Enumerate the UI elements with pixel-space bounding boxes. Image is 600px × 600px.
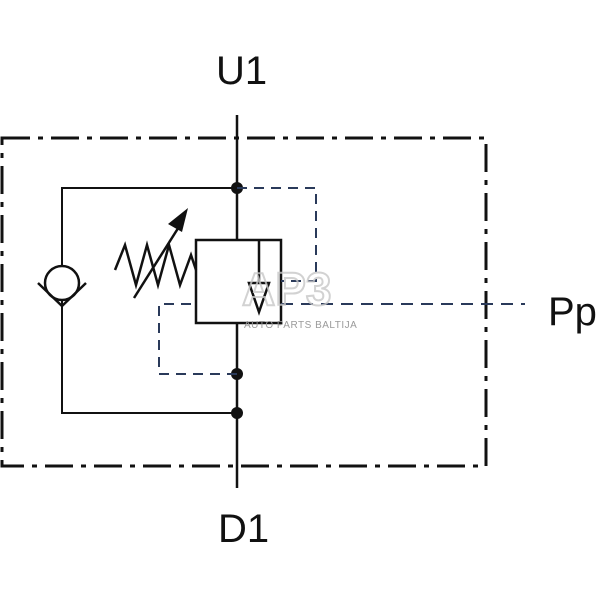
pilot-line-lower xyxy=(158,303,237,375)
adjustable-spring-icon xyxy=(113,208,198,299)
port-label-u1: U1 xyxy=(216,49,267,93)
watermark-logo: AP3 AUTO PARTS BALTIJA xyxy=(241,262,357,331)
pilot-line-upper xyxy=(237,187,317,282)
port-label-pp: Pp xyxy=(548,290,597,334)
check-valve-icon xyxy=(37,264,87,308)
junction-dot-bottom xyxy=(231,407,243,419)
enclosure-boundary xyxy=(0,136,488,468)
svg-text:AP3: AP3 xyxy=(242,263,331,315)
svg-text:AUTO PARTS BALTIJA: AUTO PARTS BALTIJA xyxy=(244,320,357,331)
flow-arrow-icon xyxy=(247,240,271,316)
port-label-d1: D1 xyxy=(218,507,269,551)
